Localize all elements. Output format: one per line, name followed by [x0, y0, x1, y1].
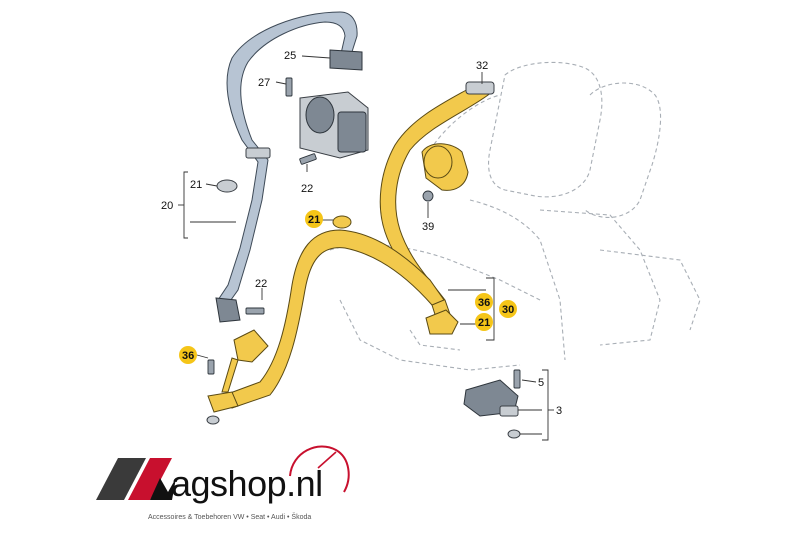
- callout-39: 39: [422, 221, 434, 233]
- buckle-strap: [221, 357, 239, 393]
- nut-39: [422, 190, 434, 202]
- brand-logo: [96, 445, 350, 500]
- bolt-22-lower: [245, 307, 265, 315]
- retractor-spool: [305, 96, 335, 134]
- rear-seat-outline: [329, 61, 701, 371]
- belt-anchor-plate: [215, 297, 241, 323]
- front-buckle-mount: [207, 391, 239, 413]
- callout-25: 25: [284, 50, 296, 62]
- washer-3: [507, 429, 521, 439]
- logo-red-arc: [289, 445, 350, 493]
- callout-36-rear: 36: [478, 297, 490, 309]
- retractor-housing: [337, 111, 367, 153]
- callout-22-lower: 22: [255, 278, 267, 290]
- cap-21-center: [332, 215, 352, 229]
- highlight-markers: [179, 210, 517, 364]
- bolt-22-upper: [299, 153, 317, 165]
- leader-lines: [178, 55, 554, 441]
- callout-5: 5: [538, 377, 544, 389]
- rear-buckle: [425, 309, 459, 335]
- yellow-belt-assembly: [206, 81, 495, 425]
- height-adjuster: [329, 49, 363, 71]
- retractor-spool-yellow: [423, 145, 453, 179]
- highlight-36-rear: [475, 293, 493, 311]
- cap-21-left: [216, 179, 238, 193]
- loose-parts: [207, 77, 521, 439]
- upper-anchor-plate: [465, 81, 495, 95]
- callout-21-rear: 21: [478, 317, 490, 329]
- callout-20: 20: [161, 200, 173, 212]
- belt-guide: [245, 147, 271, 159]
- callout-labels: 25 27 21 20 22 22 21 32 39 36 30 21 36 5…: [161, 50, 562, 417]
- callout-3: 3: [556, 405, 562, 417]
- callout-30: 30: [502, 304, 514, 316]
- logo-dark-stripe: [96, 458, 146, 500]
- logo-v-mark: [150, 478, 176, 500]
- brand-tagline: Accessoires & Toebehoren VW • Seat • Aud…: [148, 514, 312, 521]
- callout-27: 27: [258, 77, 270, 89]
- highlight-21-center: [305, 210, 323, 228]
- washer-front: [206, 415, 220, 425]
- callout-32: 32: [476, 60, 488, 72]
- blue-belt-assembly: [215, 11, 369, 323]
- callout-21-center: 21: [308, 214, 320, 226]
- logo-red-tick: [317, 451, 337, 469]
- bolt-27: [285, 77, 293, 97]
- bolt-5: [513, 369, 521, 389]
- callout-36-front: 36: [182, 350, 194, 362]
- highlight-21-rear: [475, 313, 493, 331]
- buckle-tongue: [233, 329, 269, 363]
- highlight-30: [499, 300, 517, 318]
- callout-22-upper: 22: [301, 183, 313, 195]
- bolt-36-front: [207, 359, 215, 375]
- yellow-belt-strap-lower: [221, 229, 445, 409]
- highlight-36-front: [179, 346, 197, 364]
- logo-red-stripe: [128, 458, 172, 500]
- buckle-clip-3: [499, 405, 519, 417]
- brand-wordmark: agshop.nl: [171, 463, 323, 504]
- callout-21-left: 21: [190, 179, 202, 191]
- blue-belt-strap: [217, 11, 358, 305]
